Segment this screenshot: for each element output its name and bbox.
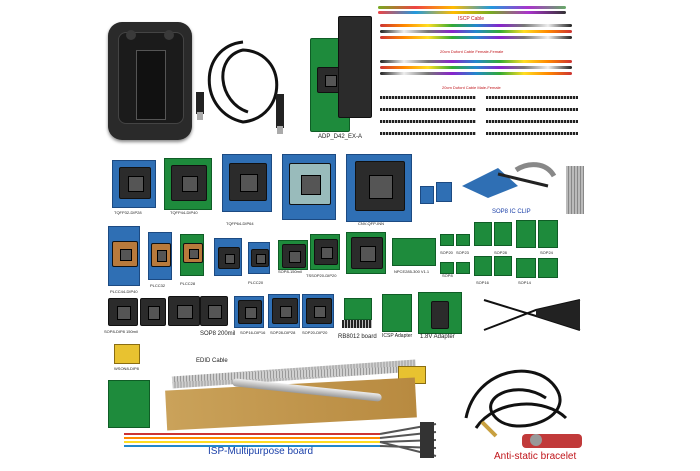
adapter-18v-label: 1.8V Adapter [420, 334, 455, 340]
adapter-tqfp32-icon [112, 160, 156, 208]
pin-header-icon [380, 96, 476, 99]
tssop-label: TSSOP20-DIP20 [306, 273, 337, 278]
sop14-label: SOP14 [518, 280, 531, 285]
male-cable-label: 20cm Dufont Cable Male-Female [442, 85, 501, 90]
adapter-tqfp44-icon [164, 158, 212, 210]
adapter-plcc28-icon [180, 234, 204, 276]
adapter-sop-icon [474, 256, 492, 276]
adapter-main-label: ADP_D42_EX-A [318, 134, 363, 140]
sop16-dip16-label: SOP16-DIP16 [240, 330, 266, 335]
adapter-sop-icon [474, 222, 492, 246]
edid-cable-label: EDID Cable [196, 358, 228, 364]
adapter-sop-socket-icon [200, 296, 228, 326]
adapter-sop-icon [516, 220, 536, 248]
ribbon-cable-female-icon [380, 24, 572, 46]
pin-header-icon [486, 132, 578, 135]
sop16-label: SOP16 [476, 280, 489, 285]
adapter-plcc-small-icon [214, 238, 242, 276]
pin-header-icon [342, 320, 372, 328]
multi-wire-cable-icon [124, 422, 437, 458]
chip-extractor-icon [483, 299, 581, 331]
adapter-small-icon [420, 186, 434, 204]
isp-board-label: ISP-Multipurpose board [208, 446, 314, 457]
adapter-18v-icon [418, 292, 462, 334]
ribbon-short-icon [566, 166, 584, 214]
zif-socket-icon [338, 16, 372, 118]
adapter-tqfp64-icon [222, 154, 272, 212]
adapter-tssop-icon [310, 234, 340, 270]
adapter-cnv-icon [346, 154, 412, 222]
anti-static-bracelet-icon [464, 369, 582, 448]
ribbon-cable-icon [378, 6, 566, 16]
adapter-sop-icon [494, 222, 512, 246]
sop20-dip20-label: SOP20-DIP20 [302, 330, 328, 335]
sop8-clip-label: SOP8 IC CLIP [492, 209, 531, 215]
wson-label: WSON8-DIP8 [114, 366, 139, 371]
adapter-sop-icon [538, 220, 558, 248]
adapter-sop-socket-icon [140, 298, 166, 326]
tqfp44-label: TQFP44-DIP40 [170, 210, 198, 215]
adapter-npce-icon [392, 238, 436, 266]
adapter-plcc20-icon [248, 242, 270, 274]
adapter-plcc44-icon [108, 226, 140, 286]
plcc44-label: PLCC44-DIP40 [110, 289, 138, 294]
tqfp32-label: TQFP32-DIP28 [114, 210, 142, 215]
sop8-200-label: SOP8 200mil [200, 331, 236, 337]
isp-cable-label: ISCP Cable [458, 16, 485, 22]
adapter-qfp-green-icon [346, 232, 386, 274]
adapter-plcc32-icon [148, 232, 172, 280]
plcc28-label: PLCC28 [180, 281, 196, 286]
pin-header-icon [486, 108, 578, 111]
adapter-sop-icon [494, 256, 512, 276]
sop8-150-label: SOP8-150mil [278, 269, 302, 274]
adapter-sop16-dip16-icon [234, 296, 264, 328]
usb-cable-icon [196, 40, 284, 134]
plcc32-label: PLCC32 [150, 283, 166, 288]
adapter-sop-icon [516, 258, 536, 278]
adapter-icsp-icon [382, 294, 412, 332]
pin-header-icon [380, 132, 476, 135]
isp-board-icon [108, 380, 150, 428]
adapter-sop8-dip8-icon [108, 298, 138, 326]
sop28-dip28-label: SOP28-DIP28 [270, 330, 296, 335]
icsp-adapter-label: ICSP Adapter [382, 333, 413, 339]
sop8-label: SOP8 [442, 273, 453, 278]
sop20-label: SOP20 [440, 250, 453, 255]
adapter-sop20-dip20-icon [302, 294, 334, 328]
ribbon-cable-male-icon [380, 60, 572, 82]
sop24-label: SOP24 [540, 250, 553, 255]
npce-label: NPCE285-300 V1.1 [394, 269, 430, 274]
adapter-tqfp100-icon [282, 154, 336, 220]
adapter-sop-icon [538, 258, 558, 278]
adapter-small-icon [436, 182, 452, 202]
adapter-rb8012-icon [344, 298, 372, 320]
adapter-sop-icon [440, 234, 454, 246]
sop28-label: SOP28 [494, 250, 507, 255]
sop8-dip8-label: SOP8-DIP8 150mil [104, 329, 138, 334]
programmer-device-icon [108, 22, 192, 140]
adapter-sop8-150-icon [278, 240, 308, 270]
adapter-sop-icon [440, 262, 454, 274]
bracelet-label: Anti-static bracelet [494, 451, 577, 462]
wson-adapter-icon [114, 344, 140, 364]
rb8012-label: RB8012 board [338, 334, 377, 340]
pin-header-icon [486, 120, 578, 123]
female-cable-label: 20cm Dufont Cable Female-Female [440, 49, 504, 54]
pin-header-icon [380, 120, 476, 123]
adapter-sop28-dip28-icon [268, 294, 300, 328]
cnv-label: CNV-QFP-INN [358, 221, 384, 226]
ic-clip-icon [462, 162, 557, 198]
adapter-sop-icon [456, 262, 470, 274]
pin-header-icon [380, 108, 476, 111]
plcc20-label: PLCC20 [248, 280, 264, 285]
sop23-label: SOP23 [456, 250, 469, 255]
adapter-sop8-200-icon [168, 296, 200, 326]
pin-header-icon [486, 96, 578, 99]
adapter-sop-icon [456, 234, 470, 246]
tqfp64-label: TQFP64-DIP64 [226, 221, 254, 226]
